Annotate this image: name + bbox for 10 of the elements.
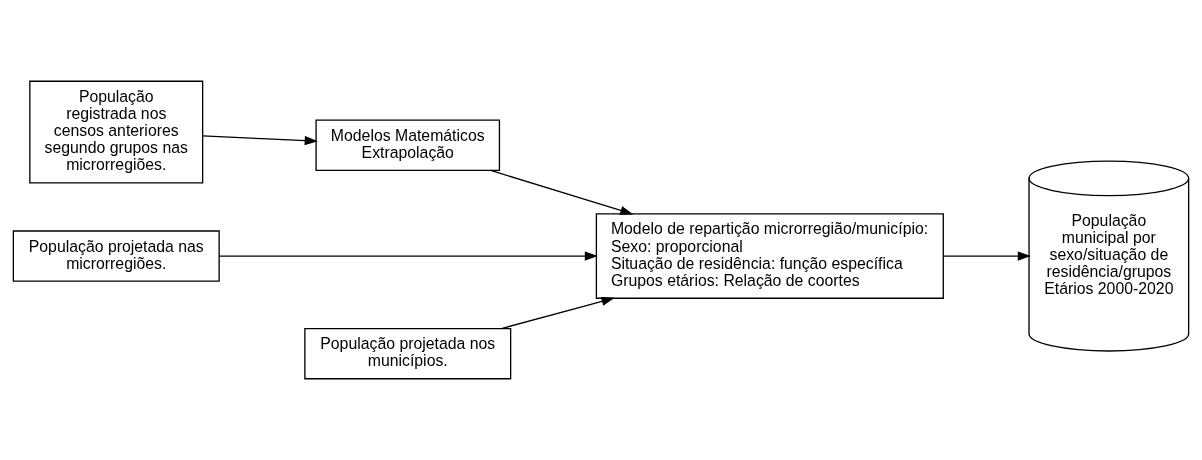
arrow (218, 251, 598, 261)
node-box: População projetada nos municípios. (304, 327, 512, 380)
arrow (501, 296, 615, 330)
node-box: Modelo de repartição microrregião/município: Sexo: proporcional Situação de residência: função específica Grupos etários: Relação de coortes (595, 213, 944, 299)
arrow (943, 251, 1031, 261)
node-box: Modelos Matemáticos Extrapolação (315, 119, 501, 171)
node-box: População projetada nas microrregiões. (12, 230, 220, 282)
arrow (489, 169, 634, 215)
arrow (202, 135, 318, 146)
node-box: População registrada nos censos anteriores segundo grupos nas microrregiões. (29, 80, 204, 184)
